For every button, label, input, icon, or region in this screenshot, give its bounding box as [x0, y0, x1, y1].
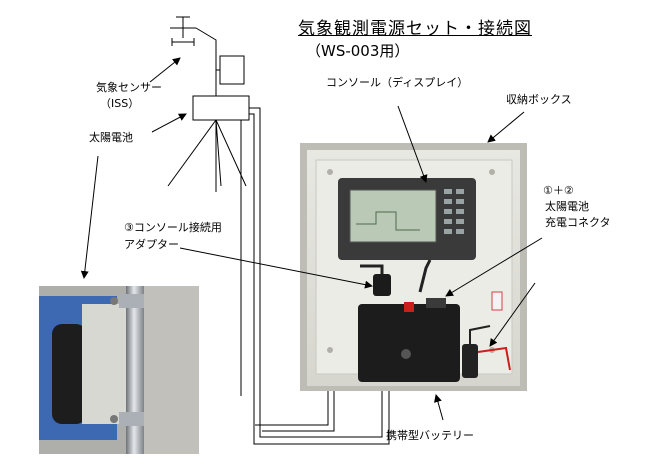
label-charge-connector-line1: 太陽電池: [545, 200, 589, 213]
iss-box: [192, 95, 250, 121]
label-adapter-line2: アダプター: [124, 238, 179, 251]
battery-unit: [358, 304, 460, 382]
label-solar-panel: 太陽電池: [89, 131, 133, 144]
mount-photo: [39, 286, 199, 454]
tripod: [167, 119, 247, 192]
diagram-title: 気象観測電源セット・接続図: [298, 19, 532, 39]
label-battery: 携帯型バッテリー: [386, 429, 474, 442]
label-sensor: 気象センサー: [96, 81, 162, 94]
diagram-subtitle: （WS-003用）: [306, 42, 410, 60]
leader-arrows: [80, 57, 543, 421]
pole: [126, 286, 144, 454]
label-console: コンソール（ディスプレイ）: [326, 76, 469, 89]
rain-collector: [219, 55, 245, 85]
storage-box-photo: [300, 143, 527, 391]
label-charge-connector-number: ①＋②: [543, 184, 574, 197]
label-iss: （ISS）: [100, 97, 140, 110]
cables: [240, 107, 390, 445]
weather-station-drawing: [167, 16, 250, 192]
console-screen: [349, 189, 437, 243]
label-charge-connector-line2: 充電コネクタ: [545, 216, 611, 229]
label-adapter-line1: ③コンソール接続用: [124, 221, 222, 234]
anemometer: [171, 38, 195, 46]
wind-vane: [170, 16, 196, 38]
label-storage-box: 収納ボックス: [506, 93, 572, 106]
